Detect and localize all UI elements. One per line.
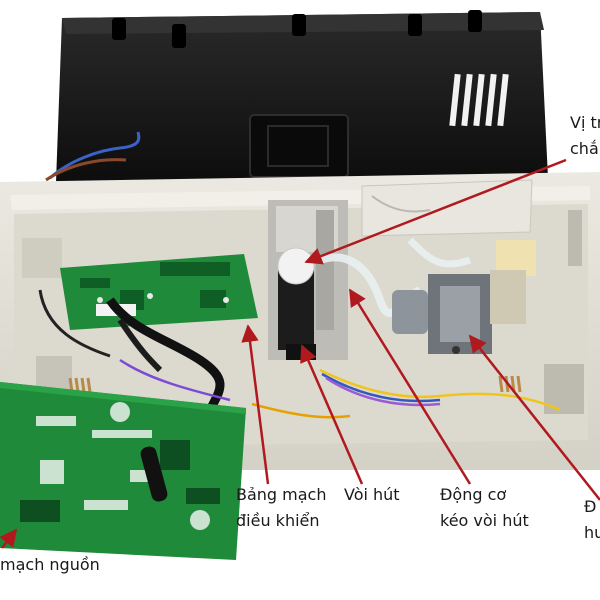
black-lid (56, 10, 548, 182)
pump (490, 210, 582, 324)
arrow-position (304, 158, 567, 265)
label-control-board: Bảng mạch điều khiển (236, 485, 327, 530)
control-board (60, 254, 258, 330)
ribbon-cable (106, 297, 225, 413)
label-nozzle: Vòi hút (344, 485, 400, 504)
label-power-board: mạch nguồn (0, 555, 100, 574)
arrow-right-cut (468, 334, 600, 501)
arrow-nozzle-motor (348, 288, 472, 485)
label-position: Vị tr chắn (570, 113, 600, 158)
lid-vent (449, 73, 509, 127)
power-board (0, 382, 246, 560)
arrow-control-board (241, 324, 270, 485)
lid-wire (48, 131, 141, 180)
wire-bundle (119, 358, 561, 419)
label-nozzle-motor: Động cơ kéo vòi hút (440, 485, 529, 530)
label-right-cut: Đ hu (584, 497, 600, 542)
nozzle-assembly (268, 200, 348, 360)
annotation-arrows (0, 158, 600, 549)
arrow-power-board (0, 528, 18, 549)
arrow-nozzle (300, 344, 364, 485)
